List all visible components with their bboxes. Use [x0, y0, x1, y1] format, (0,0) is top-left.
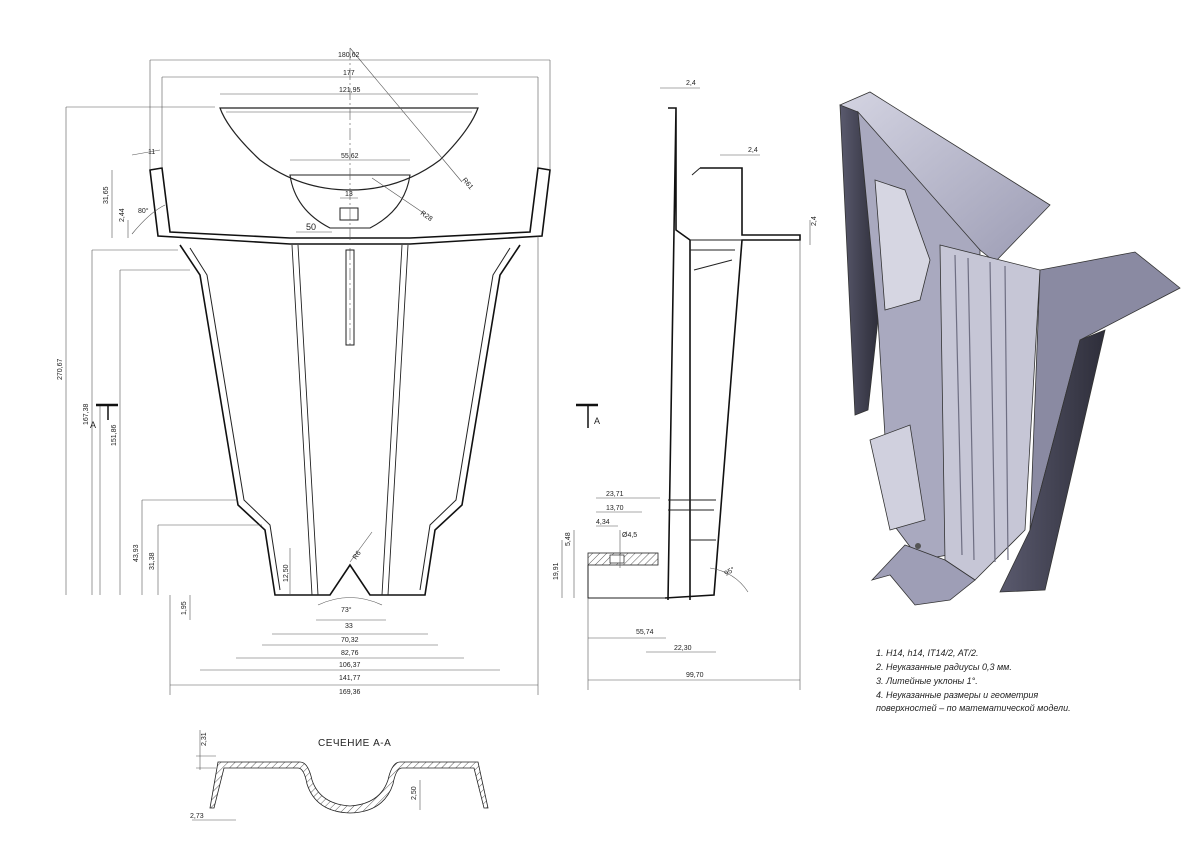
side-boss — [587, 565, 665, 599]
section-marker-front — [96, 403, 118, 595]
dim-ear-small: 11 — [148, 149, 155, 156]
dim-height-overall: 270,67 — [57, 358, 64, 380]
side-front-profile — [664, 167, 801, 599]
dim-side-h19: 19,91 — [553, 562, 560, 580]
section-view: СЕЧЕНИЕ А-А 2,31 2,73 2,50 — [190, 730, 489, 821]
dim-side-w99: 99,70 — [686, 672, 704, 679]
dim-width-overall: 180,62 — [338, 52, 360, 59]
side-hole — [609, 554, 625, 564]
dim-angle-top: 80° — [138, 207, 149, 215]
render-channel — [939, 244, 1041, 581]
dim-width-top: 177 — [343, 70, 355, 77]
rib-lines — [291, 244, 409, 596]
render-upper-pad — [874, 179, 931, 311]
side-inner-lines — [668, 167, 742, 541]
section-marker-side — [576, 403, 598, 428]
dim-ear-height: 31,65 — [103, 186, 110, 204]
front-view: 180,62 177 121,95 R61 55,62 R28 13 50 31… — [57, 47, 551, 696]
note-4-continued: поверхностей – по математической модели. — [876, 703, 1071, 713]
center-rib — [345, 249, 355, 346]
section-title: СЕЧЕНИЕ А-А — [318, 738, 391, 749]
render-right-flange — [999, 329, 1106, 593]
render-lower-pad — [869, 424, 926, 531]
dim-height-inner: 151,86 — [111, 424, 118, 446]
dim-lower-height: 43,93 — [133, 544, 140, 562]
dim-w169: 169,36 — [339, 689, 361, 696]
dim-bowl-width: 121,95 — [339, 87, 361, 94]
dim-notch-depth: 12,50 — [283, 564, 290, 582]
dim-cup-width: 55,62 — [341, 153, 359, 160]
dim-side-w13: 13,70 — [606, 505, 624, 512]
bowl-outline — [219, 107, 479, 191]
dim-w141: 141,77 — [339, 675, 361, 682]
dim-side-h5: 5,48 — [565, 532, 572, 546]
render-3d — [839, 91, 1181, 606]
render-right-wing — [1029, 251, 1181, 531]
note-3: 3. Литейные уклоны 1°. — [876, 676, 978, 686]
inner-cup — [289, 174, 411, 229]
side-section-letter: A — [594, 416, 600, 426]
dim-w70: 70,32 — [341, 637, 359, 644]
render-hole — [915, 543, 921, 549]
dim-w33: 33 — [345, 623, 353, 630]
dim-side-top-thickness: 2,4 — [686, 80, 696, 87]
dim-side-lip-right: 2,4 — [811, 216, 818, 226]
dim-side-lip-thickness: 2,4 — [748, 147, 758, 154]
dim-side-w55: 55,74 — [636, 629, 654, 636]
dim-slot-width: 13 — [345, 191, 353, 198]
side-dimension-lines — [561, 87, 811, 690]
side-back-wall — [667, 107, 691, 601]
dim-cup-radius: R28 — [419, 210, 434, 223]
dim-side-w4: 4,34 — [596, 519, 610, 526]
dim-lower-inner: 31,38 — [149, 552, 156, 570]
render-left-flange — [839, 104, 879, 416]
side-view: A 2,4 2,4 2,4 23,71 13,70 4,34 Ø4,5 5,48… — [553, 80, 818, 690]
dim-side-hole: Ø4,5 — [622, 532, 637, 539]
dim-w106: 106,37 — [339, 662, 361, 669]
dim-side-w22: 22,30 — [674, 645, 692, 652]
dim-notch-angle: 73° — [341, 606, 352, 614]
dim-section-depth: 2,50 — [411, 786, 418, 800]
dim-height-body: 167,38 — [83, 403, 90, 425]
dim-side-w23: 23,71 — [606, 491, 624, 498]
note-1: 1. H14, h14, IT14/2, AT/2. — [876, 648, 979, 658]
dim-flange-height: 2,44 — [119, 208, 126, 222]
front-section-letter: A — [90, 420, 96, 430]
section-dimension-lines — [192, 730, 421, 821]
section-profile — [209, 761, 489, 814]
slot — [339, 207, 359, 221]
dim-w82: 82,76 — [341, 650, 359, 657]
body-outline — [179, 244, 521, 596]
dim-section-top: 2,31 — [201, 732, 208, 746]
render-base — [870, 544, 976, 606]
render-ribs — [954, 254, 1009, 563]
dim-bowl-radius: R61 — [460, 177, 474, 191]
dim-section-left: 2,73 — [190, 813, 204, 820]
dim-flange-offset: 50 — [306, 222, 316, 232]
front-dimension-lines — [65, 47, 551, 695]
note-4: 4. Неуказанные размеры и геометрия — [876, 690, 1038, 700]
dim-base-offset: 1,95 — [181, 601, 188, 615]
notes-block: 1. H14, h14, IT14/2, AT/2. 2. Неуказанны… — [875, 648, 1071, 713]
body-inner-wall — [189, 247, 511, 591]
note-2: 2. Неуказанные радиусы 0,3 мм. — [875, 662, 1012, 672]
dim-notch-radius: R6 — [352, 550, 363, 561]
dim-side-angle: 95° — [723, 565, 736, 577]
